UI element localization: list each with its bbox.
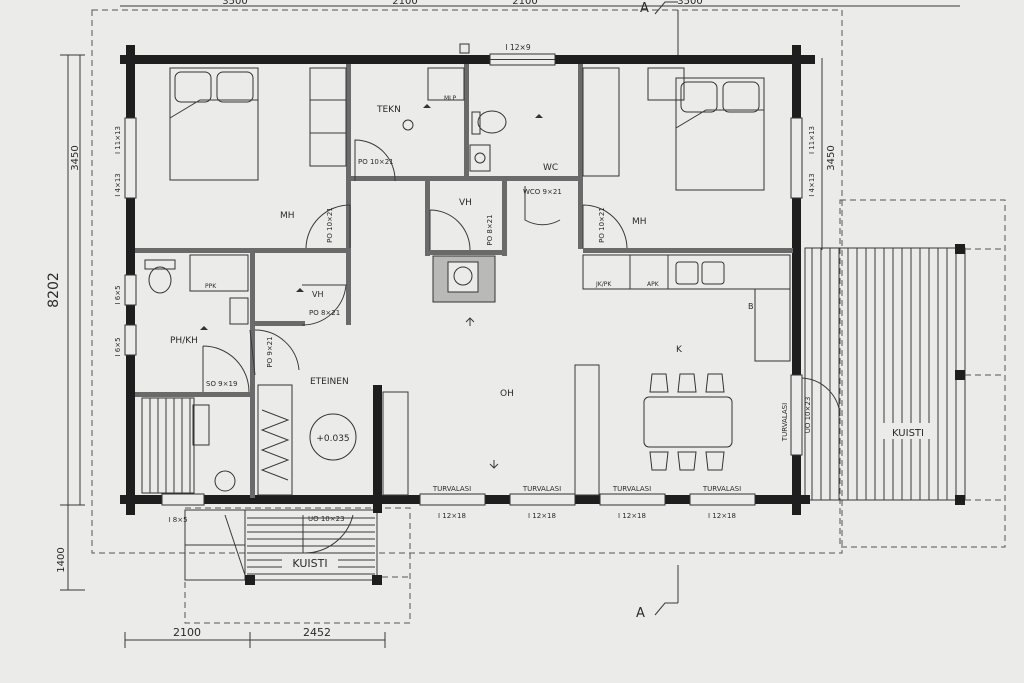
outer-boundary	[91, 9, 843, 554]
bottom-window	[599, 493, 666, 506]
dim-bottom-right: 2452	[303, 626, 331, 639]
room-vh-left: VH	[312, 290, 324, 299]
room-mh-right: MH	[632, 217, 647, 227]
door-uo-kuisti: UO 10×23	[804, 397, 812, 434]
dining-table	[643, 373, 733, 471]
wardrobe-left	[309, 67, 347, 167]
bottom-window	[689, 493, 756, 506]
room-tekn: TEKN	[376, 105, 401, 115]
room-kuisti-right: KUISTI	[892, 428, 924, 439]
dim-top-1: 3500	[222, 0, 247, 7]
door-po-9: PO 9×21	[266, 336, 274, 367]
room-mh-left: MH	[280, 211, 295, 221]
dim-bottom-left: 2100	[173, 626, 201, 639]
fixture-mlp: MLP	[444, 95, 457, 102]
terrace-boundary	[839, 199, 1006, 548]
turvalasi-label: TURVALASI	[612, 485, 651, 493]
door-wco: WCO 9×21	[523, 188, 562, 196]
window-left-mh-low: I 4×13	[114, 173, 122, 197]
room-vh-center: VH	[459, 198, 472, 208]
bed-right	[675, 77, 765, 191]
window-code-label: I 12×18	[528, 512, 556, 520]
room-kuisti-bottom: KUISTI	[292, 557, 327, 570]
room-wc: WC	[543, 163, 558, 173]
dim-left-lower: 1400	[56, 547, 67, 572]
doors	[202, 139, 628, 554]
terrace-deck: KUISTI	[804, 244, 1005, 505]
door-so: SO 9×19	[206, 380, 237, 388]
dim-left-total: 8202	[46, 272, 62, 308]
room-labels: MH MH TEKN WC VH VH PH/KH ETEINEN OH K	[170, 105, 683, 399]
bottom-window	[419, 493, 486, 506]
hall-wardrobe: +0.035	[257, 384, 357, 496]
turvalasi-label: TURVALASI	[702, 485, 741, 493]
right-dimension-line: 3450	[821, 58, 837, 250]
marker-b: B	[748, 302, 754, 311]
top-dimension-line: 3500 2100 2100 3500	[120, 0, 960, 7]
window-code-label: I 12×18	[708, 512, 736, 520]
fixture-apk: APK	[647, 281, 660, 288]
ph-fixtures: PPK	[141, 254, 249, 494]
wardrobe-right	[582, 67, 620, 177]
window-right-mh-low: I 4×13	[808, 173, 816, 197]
door-po-vh: PO 8×21	[486, 214, 494, 245]
window-left-mh: I 11×13	[114, 126, 122, 154]
door-po-mh-left: PO 10×21	[326, 207, 334, 243]
fixture-ppk: PPK	[205, 283, 217, 290]
window-bottom-small: I 8×5	[168, 516, 187, 524]
section-marker-top: A	[640, 1, 679, 55]
left-dimension-lines: 8202 3450 1400	[46, 54, 85, 591]
direction-arrows	[200, 104, 543, 469]
fireplace	[432, 255, 496, 303]
windows: I 12×9 I 11×13 I 4×13 I 11×13 I 4×13 I 6…	[114, 43, 841, 524]
bed-left	[169, 67, 259, 181]
window-left-ph-1: I 6×5	[114, 285, 122, 304]
turvalasi-label: TURVALASI	[522, 485, 561, 493]
section-marker-bottom: A	[636, 565, 679, 621]
wc-fixtures: MLP	[402, 43, 507, 172]
bottom-window	[509, 493, 576, 506]
front-porch: KUISTI	[184, 509, 410, 585]
window-right-mh: I 11×13	[808, 126, 816, 154]
turvalasi-label: TURVALASI	[432, 485, 471, 493]
window-left-ph-2: I 6×5	[114, 337, 122, 356]
door-labels: PO 10×21 PO 10×21 WCO 9×21 PO 8×21 PO 10…	[206, 158, 606, 523]
door-po-vh-left: PO 8×21	[309, 309, 340, 317]
level-marker: +0.035	[316, 434, 349, 444]
dim-right-upper: 3450	[826, 145, 837, 170]
turvalasi-right: TURVALASI	[781, 403, 789, 442]
room-k: K	[676, 345, 683, 355]
door-po-mh-right: PO 10×21	[598, 207, 606, 243]
kitchen-counter: JK/PK APK B	[582, 254, 791, 362]
dim-top-4: 3500	[677, 0, 702, 7]
window-top: I 12×9	[505, 43, 530, 52]
door-po-tekn: PO 10×21	[358, 158, 394, 166]
dim-top-3: 2100	[512, 0, 537, 7]
room-oh: OH	[500, 389, 514, 399]
dim-top-2: 2100	[392, 0, 417, 7]
dim-left-upper: 3450	[70, 145, 81, 170]
window-code-label: I 12×18	[618, 512, 646, 520]
fixture-jkpk: JK/PK	[595, 281, 612, 288]
room-ph-kh: PH/KH	[170, 336, 198, 346]
bottom-dimension-line: 2100 2452	[124, 626, 386, 648]
window-code-label: I 12×18	[438, 512, 466, 520]
room-eteinen: ETEINEN	[310, 377, 349, 387]
svg-text:A: A	[640, 1, 649, 16]
interior-walls	[135, 64, 793, 498]
svg-text:A: A	[636, 606, 645, 621]
door-uo-front: UO 10×23	[308, 515, 345, 523]
